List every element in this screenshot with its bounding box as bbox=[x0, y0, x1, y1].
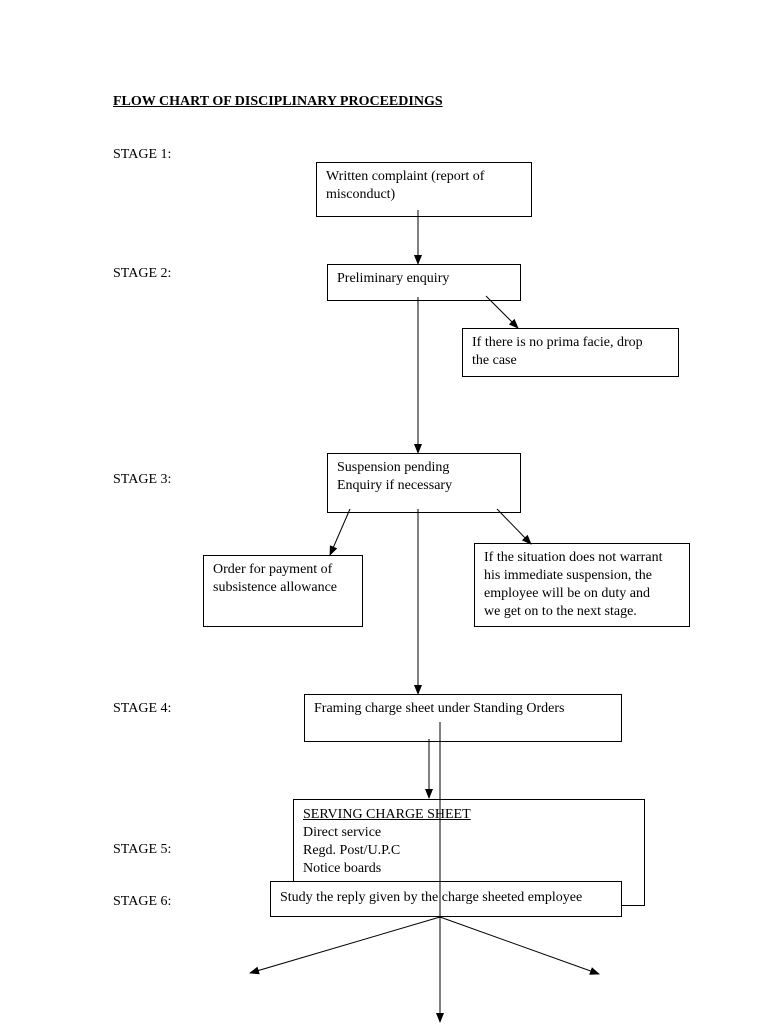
box-text-line: we get on to the next stage. bbox=[484, 604, 637, 619]
page-title: FLOW CHART OF DISCIPLINARY PROCEEDINGS bbox=[113, 94, 443, 109]
stage-1-label: STAGE 1: bbox=[113, 147, 172, 162]
written-complaint-box: Written complaint (report of misconduct) bbox=[316, 162, 532, 217]
arrow-study-reply-left bbox=[249, 916, 441, 975]
box-text-line: misconduct) bbox=[326, 187, 396, 202]
box-text-line: Study the reply given by the charge shee… bbox=[280, 890, 583, 905]
box-text-line: Order for payment of bbox=[213, 562, 333, 577]
box-text-line: his immediate suspension, the bbox=[484, 568, 652, 583]
box-text-line: Enquiry if necessary bbox=[337, 478, 453, 493]
stage-4-label: STAGE 4: bbox=[113, 701, 172, 716]
box-text-line: Direct service bbox=[303, 825, 382, 840]
preliminary-enquiry-box: Preliminary enquiry bbox=[327, 264, 521, 301]
subsistence-allowance-box: Order for payment of subsistence allowan… bbox=[203, 555, 363, 627]
box-text-line: employee will be on duty and bbox=[484, 586, 651, 601]
box-text-line: Regd. Post/U.P.C bbox=[303, 843, 401, 858]
box-text-line: Written complaint (report of bbox=[326, 169, 485, 184]
box-text-line: the case bbox=[472, 353, 517, 368]
stage-6-label: STAGE 6: bbox=[113, 894, 172, 909]
box-text-line: If the situation does not warrant bbox=[484, 550, 663, 565]
box-text-line: Preliminary enquiry bbox=[337, 271, 450, 286]
no-suspension-box: If the situation does not warrant his im… bbox=[474, 543, 690, 627]
arrow-suspension-to-no-suspension bbox=[496, 508, 532, 545]
drop-case-box: If there is no prima facie, drop the cas… bbox=[462, 328, 679, 377]
box-text-line: If there is no prima facie, drop bbox=[472, 335, 643, 350]
framing-charge-sheet-box: Framing charge sheet under Standing Orde… bbox=[304, 694, 622, 742]
box-text-line: Suspension pending bbox=[337, 460, 450, 475]
suspension-pending-box: Suspension pending Enquiry if necessary bbox=[327, 453, 521, 513]
arrow-study-reply-right bbox=[439, 916, 600, 975]
stage-3-label: STAGE 3: bbox=[113, 472, 172, 487]
arrow-preliminary-to-drop-case bbox=[485, 295, 519, 329]
serving-charge-sheet-heading: SERVING CHARGE SHEET bbox=[303, 807, 471, 822]
study-reply-box: Study the reply given by the charge shee… bbox=[270, 881, 622, 917]
box-text-line: subsistence allowance bbox=[213, 580, 338, 595]
box-text-line: Notice boards bbox=[303, 861, 382, 876]
stage-5-label: STAGE 5: bbox=[113, 842, 172, 857]
box-text-line: Framing charge sheet under Standing Orde… bbox=[314, 701, 565, 716]
arrow-suspension-to-subsistence bbox=[329, 508, 351, 556]
stage-2-label: STAGE 2: bbox=[113, 266, 172, 281]
